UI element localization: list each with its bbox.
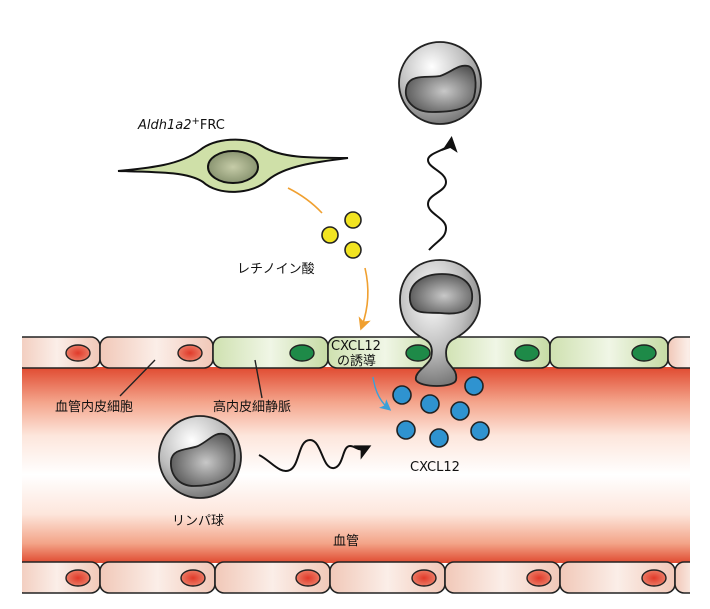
wavy-arrow-up xyxy=(426,136,458,251)
endothelial-nucleus xyxy=(411,569,437,587)
transmigrating-cell-nucleus xyxy=(409,273,473,315)
endothelial-nucleus xyxy=(177,344,203,362)
endothelial-nucleus xyxy=(65,569,91,587)
retinoic-acid-dot xyxy=(344,241,362,259)
cxcl12-label: CXCL12 xyxy=(410,460,460,475)
cxcl12-dot xyxy=(392,385,412,405)
frc-nucleus xyxy=(207,150,259,184)
cxcl12-dot xyxy=(429,428,449,448)
wavy-arrow-right xyxy=(258,438,372,472)
cxcl12-dot xyxy=(470,421,490,441)
lymphocyte-label: リンパ球 xyxy=(172,514,224,529)
cxcl12-induction-label-line2: の誘導 xyxy=(337,354,376,369)
retinoic-acid-dot xyxy=(321,226,339,244)
exited-lymphocyte xyxy=(398,41,482,125)
pointer-line-hev xyxy=(254,359,263,399)
hev-nucleus xyxy=(405,344,431,362)
hev-nucleus xyxy=(631,344,657,362)
cxcl12-induction-label-line1: CXCL12 xyxy=(331,339,381,354)
cxcl12-dot xyxy=(396,420,416,440)
exited-cell-nucleus xyxy=(405,64,477,113)
cxcl12-cluster xyxy=(392,376,490,448)
frc-gene-label: Aldh1a2 xyxy=(137,118,192,133)
frc-superscript: + xyxy=(192,116,200,127)
blood-vessel-label: 血管 xyxy=(333,534,359,549)
circulating-lymphocyte xyxy=(158,415,242,499)
cxcl12-dot xyxy=(450,401,470,421)
cxcl12-dot xyxy=(420,394,440,414)
endothelial-nucleus xyxy=(526,569,552,587)
lymphocyte-nucleus xyxy=(170,432,236,487)
cxcl12-dot xyxy=(464,376,484,396)
frc-cell xyxy=(117,138,349,193)
blue-arrow-cxcl12-release xyxy=(372,376,392,411)
hev-nucleus xyxy=(289,344,315,362)
transmigrating-lymphocyte xyxy=(399,259,481,387)
vascular-endothelial-cell-label: 血管内皮細胞 xyxy=(55,399,133,415)
frc-label: Aldh1a2+FRC xyxy=(137,116,225,133)
hev-nucleus xyxy=(514,344,540,362)
frc-suffix-label: FRC xyxy=(200,118,225,133)
high-endothelial-venule-label: 高内皮細静脈 xyxy=(213,399,291,415)
endothelial-nucleus xyxy=(180,569,206,587)
endothelial-nucleus xyxy=(295,569,321,587)
blood-vessel-lumen xyxy=(22,367,690,563)
retinoic-acid-label: レチノイン酸 xyxy=(237,262,315,277)
endothelial-nucleus xyxy=(65,344,91,362)
retinoic-acid-dot xyxy=(344,211,362,229)
endothelial-nucleus xyxy=(641,569,667,587)
orange-arrow-ra-to-hev xyxy=(358,267,371,331)
orange-arrow-frc-to-ra xyxy=(287,187,323,214)
bottom-endothelial-row xyxy=(0,555,710,600)
pointer-line-endothelial xyxy=(119,359,156,397)
top-endothelial-row xyxy=(0,330,710,375)
